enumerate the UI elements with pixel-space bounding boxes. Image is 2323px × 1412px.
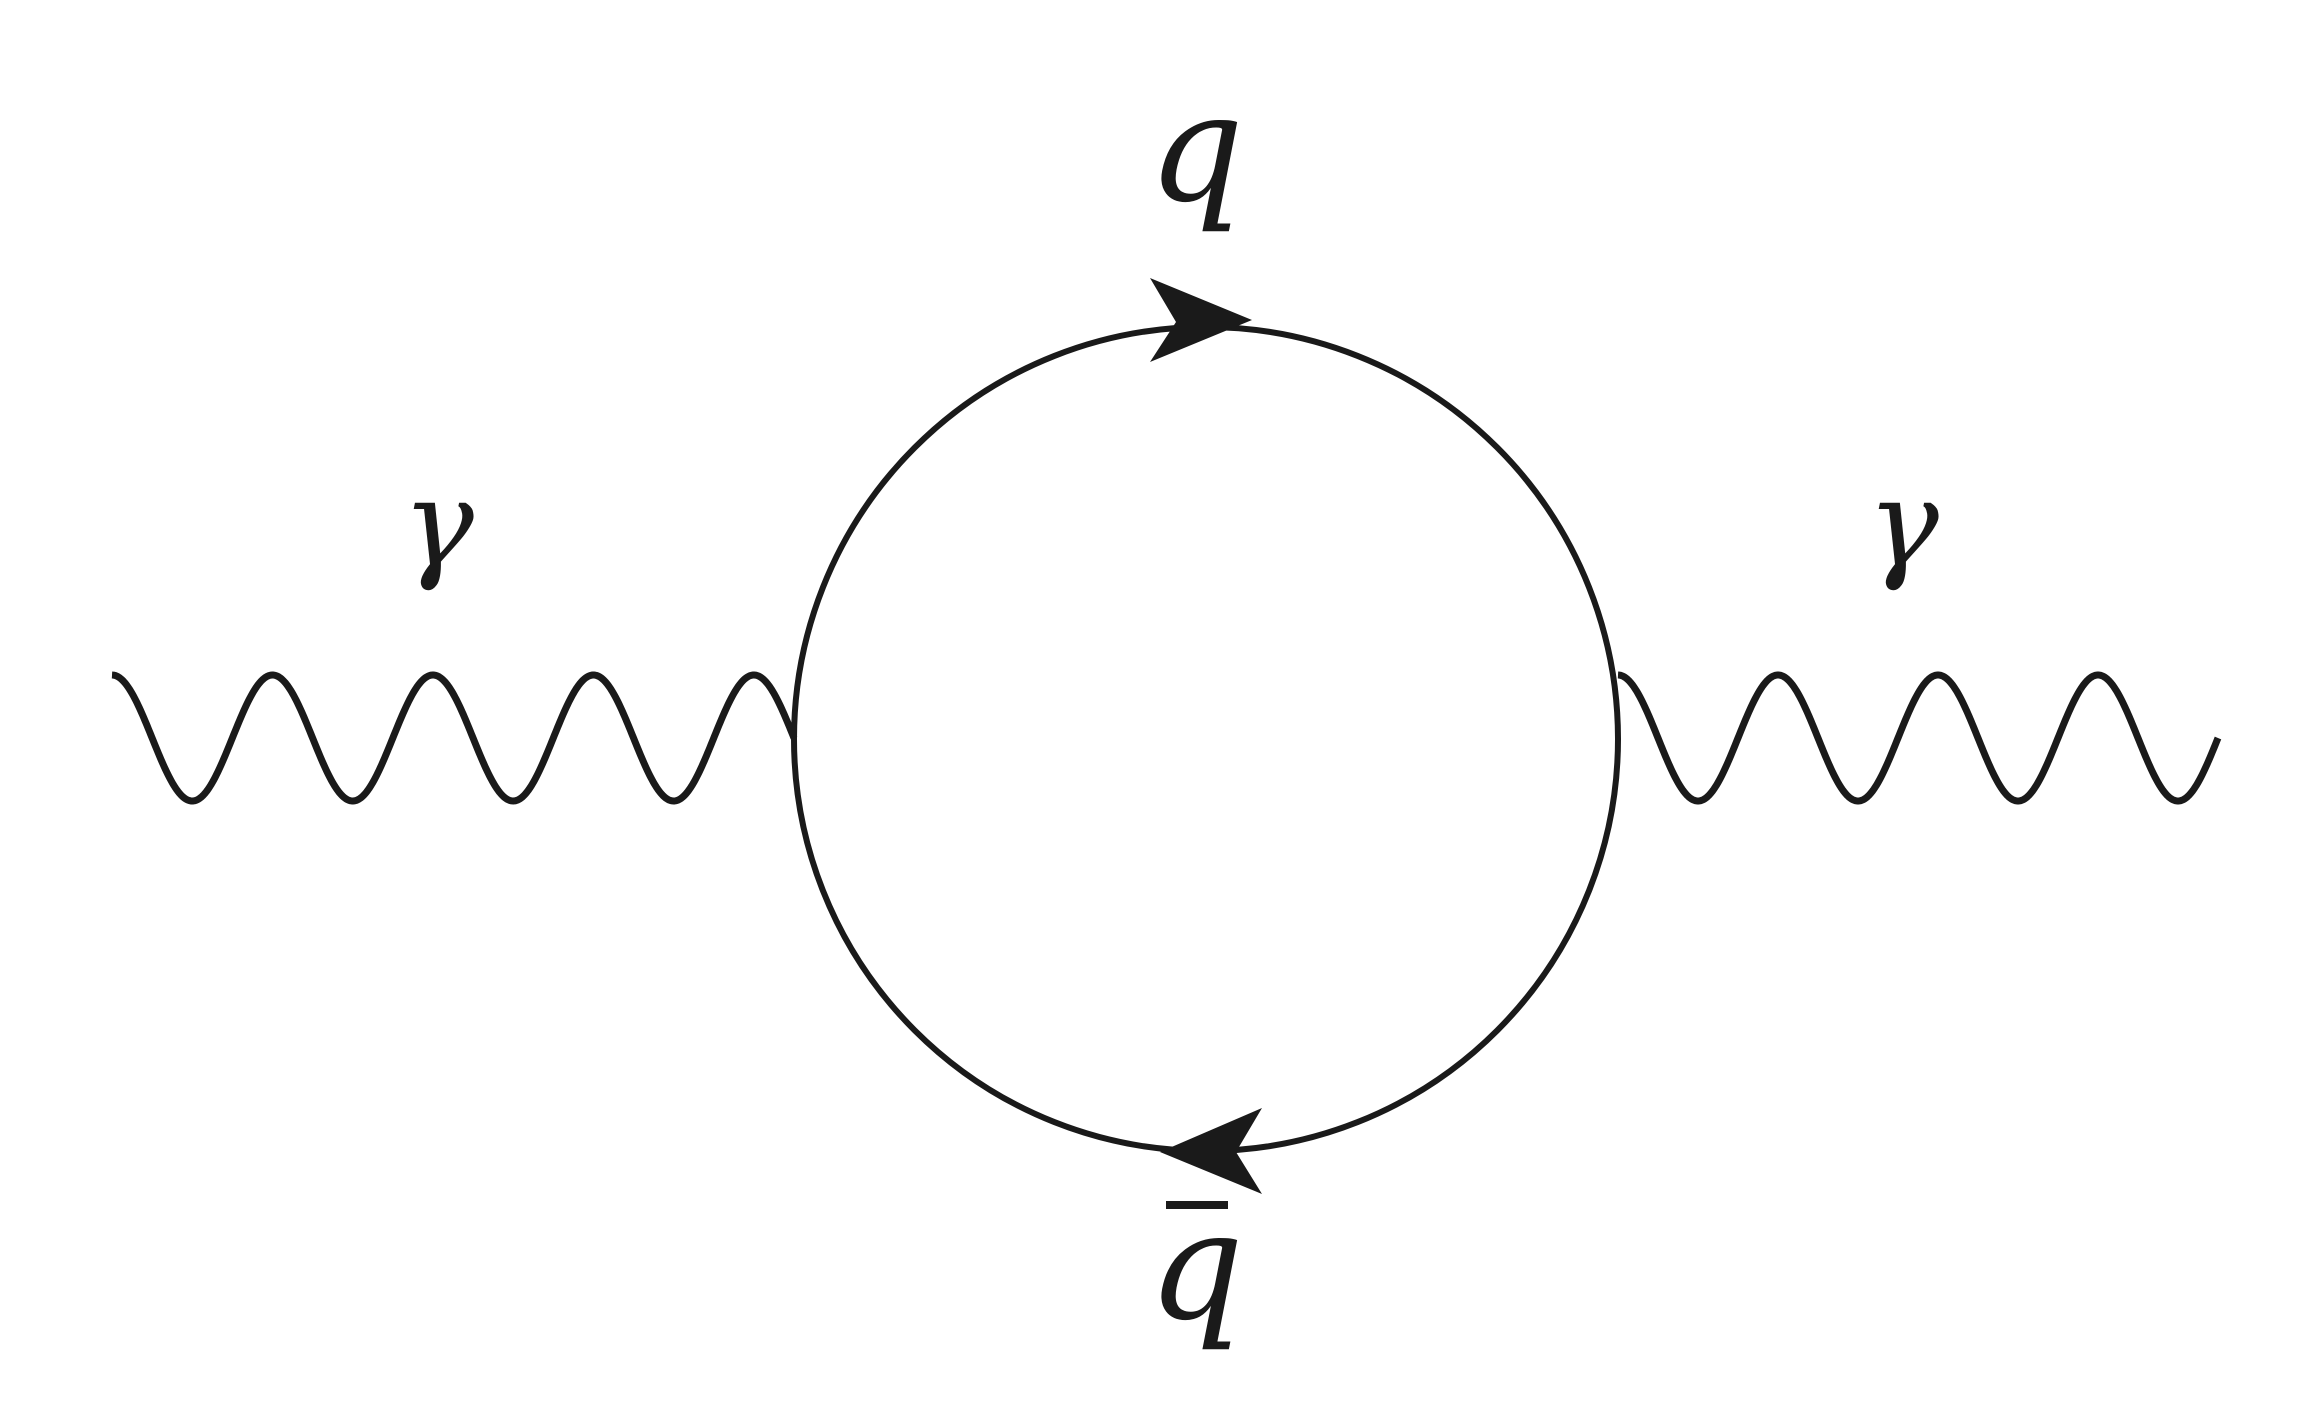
quark-label: q [1148, 62, 1244, 236]
photon-line-right [1615, 671, 2222, 805]
quark-arrow [1150, 278, 1252, 362]
quark-loop [791, 324, 1621, 1154]
photon-line-left [109, 671, 798, 805]
photon-label-right: γ [1867, 455, 1939, 594]
photon-label-left: γ [402, 455, 474, 594]
antiquark-arrow [1160, 1108, 1262, 1194]
